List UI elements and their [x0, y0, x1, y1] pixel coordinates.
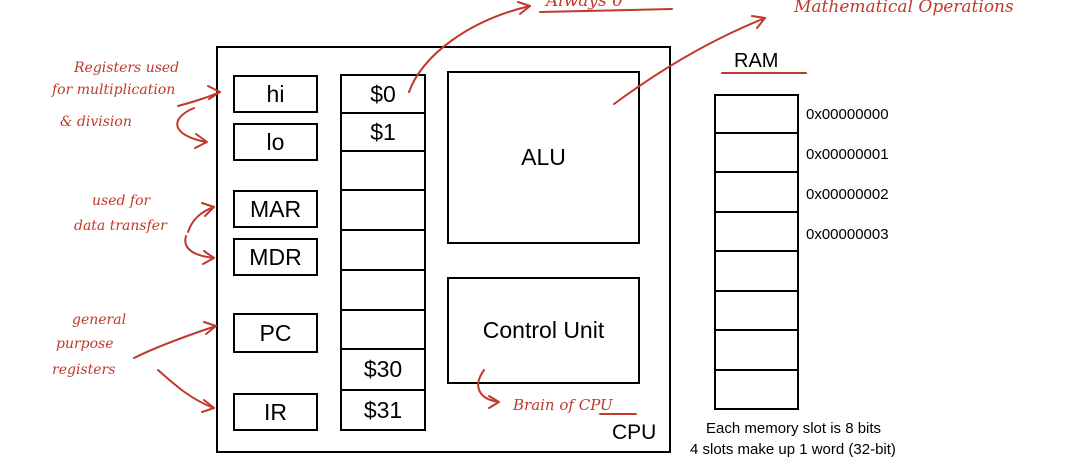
register-ir-label: IR — [264, 398, 287, 425]
arrow-to-mar — [187, 206, 215, 233]
alu-label: ALU — [521, 144, 566, 170]
annotation-mar-mdr-line2: data transfer — [74, 218, 167, 234]
arrow-to-pc-head — [203, 321, 217, 335]
register-ir: IR — [233, 393, 318, 431]
ram-address-0: 0x00000000 — [806, 106, 889, 123]
arrow-to-hi — [177, 91, 221, 107]
register-mar: MAR — [233, 190, 318, 228]
ram-slot — [714, 252, 799, 292]
arrow-to-ir-head — [201, 399, 215, 413]
register-mdr: MDR — [233, 238, 318, 276]
general-register-0-label: $0 — [370, 80, 396, 107]
arrow-to-alu-head — [751, 15, 766, 29]
arrow-from-control-unit-head — [488, 395, 500, 409]
arrow-to-pc — [133, 325, 217, 359]
arrow-to-zero-register — [408, 5, 531, 93]
ram-title: RAM — [734, 50, 779, 72]
register-mar-label: MAR — [249, 195, 302, 222]
annotation-alu: Mathematical Operations — [794, 0, 1014, 17]
arrow-to-ir — [157, 369, 215, 409]
cpu-label: CPU — [612, 421, 657, 444]
register-lo-label: lo — [266, 128, 285, 155]
arrow-to-lo — [176, 107, 207, 143]
annotation-pc-ir-line1: general — [72, 312, 127, 328]
arrow-to-zero-register-head — [517, 1, 531, 15]
annotation-hi-lo-line2: for multiplication — [52, 82, 176, 98]
arrow-from-control-unit — [477, 369, 499, 403]
arrow-to-mdr-head — [202, 250, 215, 265]
ram-slot — [714, 133, 799, 173]
ram-slot — [714, 173, 799, 213]
general-register-1: $1 — [340, 114, 426, 152]
ram-address-1: 0x00000001 — [806, 146, 889, 163]
register-mdr-label: MDR — [249, 243, 302, 270]
register-hi-label: hi — [266, 80, 285, 107]
general-register-31-label: $31 — [363, 396, 403, 423]
ram-slot — [714, 94, 799, 134]
ram-slot — [714, 331, 799, 371]
general-register-4 — [340, 231, 426, 271]
ram-slot — [714, 212, 799, 252]
ram-address-2: 0x00000002 — [806, 186, 889, 203]
arrow-to-alu — [613, 17, 766, 105]
register-pc: PC — [233, 313, 318, 353]
ram-note-line1: Each memory slot is 8 bits — [706, 420, 882, 437]
annotation-hi-lo-line1: Registers used — [74, 60, 180, 76]
ram-slot — [714, 291, 799, 331]
annotation-zero-register: Always 0 — [546, 0, 623, 11]
general-register-31: $31 — [340, 391, 426, 431]
underline-zero-register — [539, 8, 673, 13]
register-lo: lo — [233, 123, 318, 161]
general-register-3 — [340, 191, 426, 231]
alu-box: ALU — [447, 71, 640, 244]
general-register-30: $30 — [340, 350, 426, 391]
annotation-mar-mdr-line1: used for — [92, 193, 151, 209]
register-pc-label: PC — [259, 319, 292, 346]
ram-address-3: 0x00000003 — [806, 226, 889, 243]
general-register-30-label: $30 — [363, 356, 403, 382]
arrow-to-hi-head — [207, 85, 221, 100]
ram-note-line2: 4 slots make up 1 word (32-bit) — [690, 441, 896, 458]
control-unit-box: Control Unit — [447, 277, 640, 384]
general-register-5 — [340, 271, 426, 311]
ram-slots — [714, 94, 799, 410]
general-register-2 — [340, 152, 426, 191]
register-hi: hi — [233, 75, 318, 113]
general-register-1-label: $1 — [370, 118, 396, 145]
general-register-6 — [340, 311, 426, 350]
ram-slot — [714, 370, 799, 410]
arrow-to-mar-head — [201, 202, 215, 217]
general-register-0: $0 — [340, 74, 426, 114]
arrow-to-lo-head — [194, 133, 208, 149]
annotation-control-unit: Brain of CPU — [513, 396, 613, 414]
annotation-pc-ir-line2: purpose — [56, 336, 114, 352]
annotation-pc-ir-line3: registers — [52, 362, 116, 378]
arrow-to-mdr — [184, 235, 215, 259]
annotation-hi-lo-line3: & division — [60, 114, 132, 130]
control-unit-label: Control Unit — [482, 317, 605, 343]
